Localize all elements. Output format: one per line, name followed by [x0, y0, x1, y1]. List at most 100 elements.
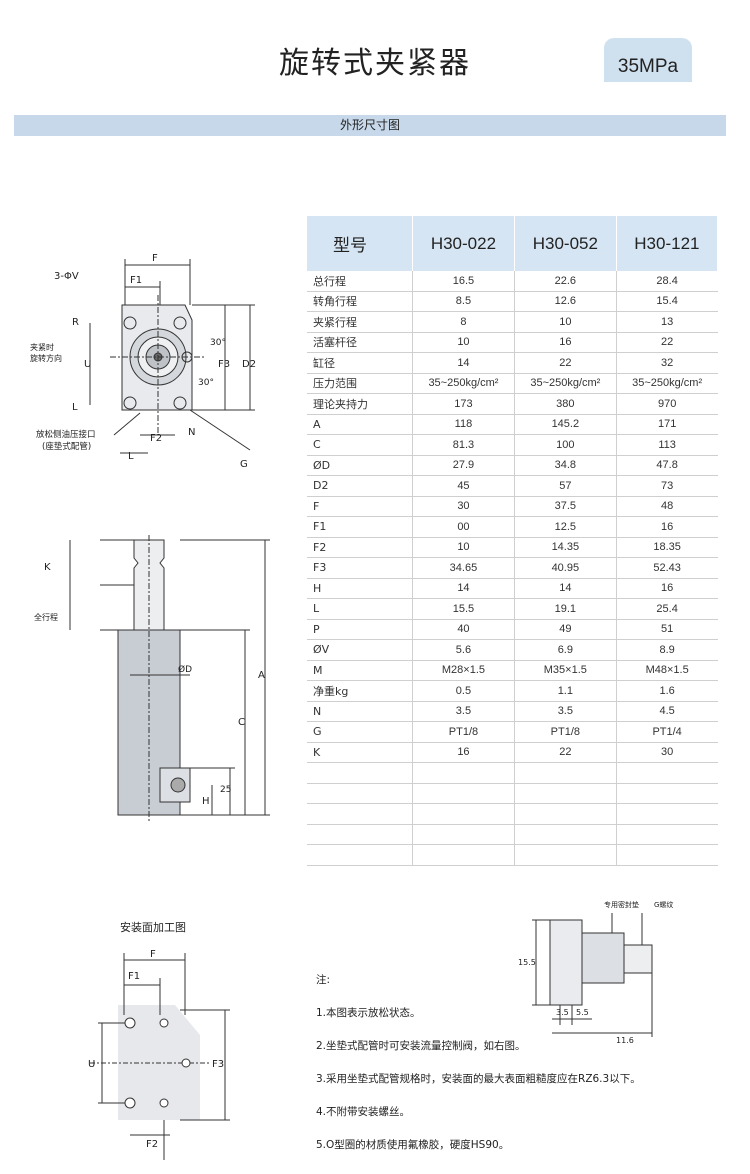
row-value: 37.5 — [513, 496, 617, 517]
dim-l-bottom-label: L — [128, 451, 134, 462]
note-item: 3.采用坐垫式配管规格时，安装面的最大表面粗糙度应在RZ6.3以下。 — [316, 1073, 641, 1085]
table-header-model: H30-022 — [412, 216, 515, 271]
side-view-drawing: K 全行程 A C ØD H 25 — [34, 535, 270, 822]
port-g-label: G — [240, 459, 248, 470]
dim-d2-label: D2 — [242, 359, 256, 370]
row-value — [412, 844, 515, 866]
row-value: 113 — [616, 434, 718, 456]
dim-n-label: N — [188, 427, 195, 438]
row-label: 压力范围 — [307, 373, 413, 394]
row-value: 10 — [513, 311, 617, 333]
row-value: 970 — [616, 393, 718, 415]
row-value: 40 — [412, 619, 515, 640]
row-value: 16 — [412, 742, 515, 763]
top-view-drawing: 3-ΦV F F1 R U L D2 F3 30° 30° F2 N L G 夹… — [30, 253, 256, 470]
row-value — [412, 762, 515, 784]
row-label: C — [307, 434, 413, 456]
g-thread-label: G螺纹 — [654, 900, 673, 909]
row-value — [616, 762, 718, 784]
fitting-dim-55-label: 5.5 — [576, 1008, 589, 1017]
dim-25-label: 25 — [220, 785, 231, 795]
row-value: 34.65 — [412, 557, 515, 579]
row-label: 理论夹持力 — [307, 393, 413, 415]
row-value: 35~250kg/cm² — [513, 373, 617, 394]
dim-l-side-label: L — [72, 402, 78, 413]
row-value: 16 — [616, 516, 718, 538]
row-value: 22 — [513, 742, 617, 763]
row-value: 173 — [412, 393, 515, 415]
dim-a-label: A — [258, 670, 265, 681]
row-value: 14 — [412, 578, 515, 599]
section-title-bar: 外形尺寸图 — [14, 115, 726, 136]
row-value — [513, 844, 617, 866]
row-label: 总行程 — [307, 271, 413, 292]
row-label: F2 — [307, 537, 413, 558]
mount-drawing-title: 安装面加工图 — [120, 921, 186, 934]
dim-v-label: 3-ΦV — [54, 271, 79, 282]
row-value: 52.43 — [616, 557, 718, 579]
clamp-direction-label-2: 旋转方向 — [30, 353, 62, 363]
row-value: 18.35 — [616, 537, 718, 558]
fitting-dim-116-label: 11.6 — [616, 1036, 634, 1045]
row-label: K — [307, 742, 413, 763]
fitting-dim-35-label: 3.5 — [556, 1008, 569, 1017]
row-value: 3.5 — [412, 701, 515, 722]
row-value: 10 — [412, 537, 515, 558]
row-label: 活塞杆径 — [307, 332, 413, 353]
row-value — [513, 783, 617, 804]
table-row — [307, 783, 718, 804]
row-value: M35×1.5 — [513, 660, 617, 681]
fitting-dim-155-label: 15.5 — [518, 958, 536, 967]
note-item: 4.不附带安装螺丝。 — [316, 1106, 411, 1118]
dim-d-label: ØD — [178, 664, 192, 675]
mount-dim-u-label: U — [88, 1059, 95, 1070]
dim-k-label: K — [44, 562, 51, 573]
table-header-row: 型号 H30-022 H30-052 H30-121 — [307, 216, 719, 271]
row-value: 10 — [412, 332, 515, 353]
row-value: 3.5 — [513, 701, 617, 722]
row-label: ØD — [307, 455, 413, 476]
row-value: 27.9 — [412, 455, 515, 476]
row-label: P — [307, 619, 413, 640]
row-label: M — [307, 660, 413, 681]
row-value — [616, 824, 718, 845]
mount-face-drawing: F F1 U F3 F2 — [88, 949, 230, 1160]
row-value: 30 — [412, 496, 515, 517]
row-label: A — [307, 414, 413, 435]
row-value: 8.9 — [616, 639, 718, 661]
row-label: F3 — [307, 557, 413, 579]
row-value: 16 — [616, 578, 718, 599]
row-value: 8 — [412, 311, 515, 333]
row-label: F1 — [307, 516, 413, 538]
row-label: 转角行程 — [307, 291, 413, 312]
row-label: 夹紧行程 — [307, 311, 413, 333]
row-value: 6.9 — [513, 639, 617, 661]
angle-30-lower-label: 30° — [198, 378, 214, 388]
table-row — [307, 844, 718, 866]
row-label: ØV — [307, 639, 413, 661]
notes-block: 注: 1.本图表示放松状态。 2.坐垫式配管时可安装流量控制阀，如右图。 3.采… — [316, 972, 641, 1170]
row-label — [307, 762, 413, 784]
row-label — [307, 803, 413, 825]
row-label: L — [307, 598, 413, 620]
row-value: 12.6 — [513, 291, 617, 312]
row-value: PT1/8 — [513, 721, 617, 743]
row-value: 51 — [616, 619, 718, 640]
mount-dim-f-label: F — [150, 949, 156, 960]
row-value: 16 — [513, 332, 617, 353]
row-value: 35~250kg/cm² — [412, 373, 515, 394]
